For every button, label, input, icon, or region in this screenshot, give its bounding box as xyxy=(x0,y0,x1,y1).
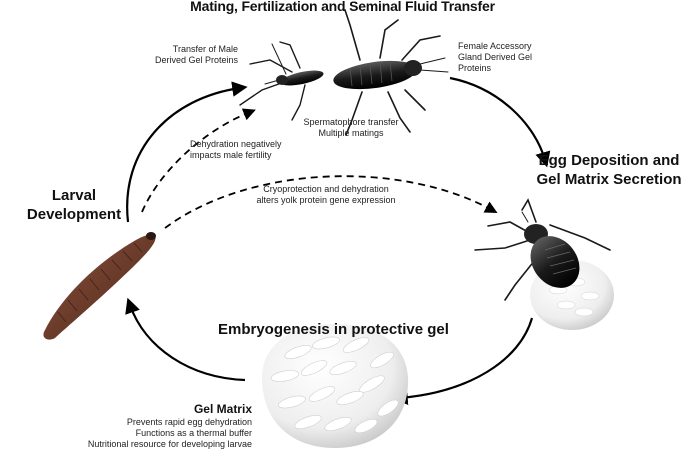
stage-larval-line-1: Larval xyxy=(51,187,97,204)
gel-matrix-illustration xyxy=(262,323,409,448)
female-abdomen-stripes xyxy=(544,243,577,275)
stage-egg-deposition-line-2: Gel Matrix Secretion xyxy=(536,171,682,188)
stage-egg-deposition-line-1: Egg Deposition and xyxy=(538,152,680,169)
arrow-egg-to-gel xyxy=(392,317,534,406)
note-cryoprotection-line-2: alters yolk protein gene expression xyxy=(256,195,396,205)
note-female-gel-line-3: Proteins xyxy=(458,63,492,73)
arrow-mating-to-egg xyxy=(449,76,551,168)
note-spermatophore: Spermatophore transfer Multiple matings xyxy=(296,117,406,139)
note-dehydration-line-1: Dehydration negatively xyxy=(190,139,282,149)
dashed-arrow-dehydration xyxy=(141,108,256,213)
note-spermatophore-line-1: Spermatophore transfer xyxy=(303,117,399,127)
arrow-larva-to-mating xyxy=(126,81,248,223)
stage-larval-development: Larval Development xyxy=(24,186,124,224)
note-dehydration-line-2: impacts male fertility xyxy=(190,150,272,160)
note-cryoprotection-line-1: Cryoprotection and dehydration xyxy=(263,184,389,194)
diagram-title: Mating, Fertilization and Seminal Fluid … xyxy=(190,0,495,14)
note-spermatophore-line-2: Multiple matings xyxy=(318,128,384,138)
note-female-gel-proteins: Female Accessory Gland Derived Gel Prote… xyxy=(458,41,532,74)
dashed-arrow-cryoprotection xyxy=(164,175,498,229)
gel-matrix-heading: Gel Matrix xyxy=(193,402,252,416)
stage-egg-deposition: Egg Deposition and Gel Matrix Secretion xyxy=(528,151,685,189)
gel-matrix-panel: Gel Matrix Prevents rapid egg dehydratio… xyxy=(80,402,252,450)
gel-matrix-item: Nutritional resource for developing larv… xyxy=(87,439,252,449)
note-female-gel-line-1: Female Accessory xyxy=(458,41,532,51)
egg-laying-insect-illustration xyxy=(474,198,611,301)
gel-matrix-item: Prevents rapid egg dehydration xyxy=(126,417,252,427)
stage-embryogenesis: Embryogenesis in protective gel xyxy=(218,321,449,338)
note-male-gel-proteins: Transfer of Male Derived Gel Proteins xyxy=(120,44,238,66)
note-female-gel-line-2: Gland Derived Gel xyxy=(458,52,533,62)
larva-illustration xyxy=(43,232,156,340)
gel-matrix-item: Functions as a thermal buffer xyxy=(135,428,252,438)
note-cryoprotection: Cryoprotection and dehydration alters yo… xyxy=(236,184,416,206)
note-dehydration-fertility: Dehydration negatively impacts male fert… xyxy=(190,139,282,161)
note-male-gel-line-1: Transfer of Male xyxy=(172,44,238,54)
arrow-gel-to-larva xyxy=(125,297,246,382)
note-male-gel-line-2: Derived Gel Proteins xyxy=(154,55,238,65)
mating-insects-illustration xyxy=(239,9,449,136)
stage-larval-line-2: Development xyxy=(26,206,122,223)
abdomen-stripes xyxy=(349,61,393,87)
